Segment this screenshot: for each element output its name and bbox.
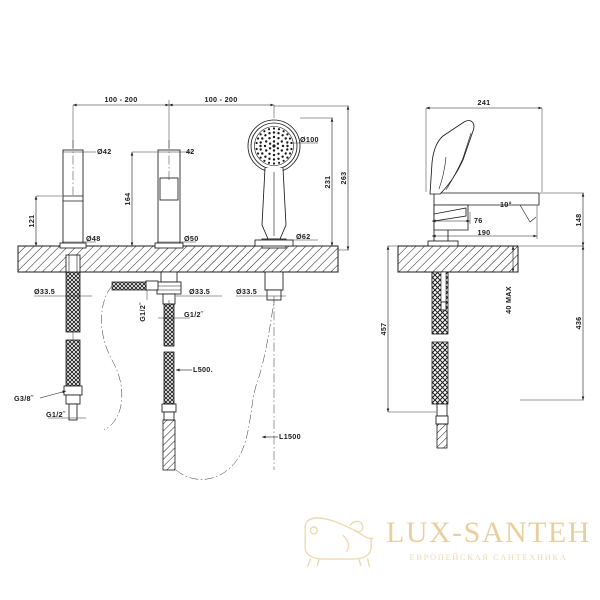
front-elevation-view: 100 - 200 100 - 200 Ø42 121 Ø48 xyxy=(14,95,350,480)
left-valve xyxy=(59,140,87,421)
dim-thread-supply-outlet: G1/2˝ xyxy=(46,410,66,419)
side-elevation-view: 241 76 190 10° 148 xyxy=(379,98,585,449)
dim-side-handle: 76 xyxy=(474,216,483,225)
flexible-hose-route xyxy=(101,285,275,480)
dim-side-projection: 190 xyxy=(478,228,491,237)
dim-shower-base-dia: Ø62 xyxy=(296,232,311,241)
dim-spout-base-dia: Ø50 xyxy=(184,234,199,243)
dim-valve-height: 121 xyxy=(27,215,36,228)
logo-title: LUX-SANTEH xyxy=(386,516,591,550)
bathtub-icon xyxy=(304,517,374,567)
dim-side-drop-left: 457 xyxy=(379,323,388,336)
hand-shower xyxy=(247,119,301,470)
dim-hole-dia-right: Ø33.5 xyxy=(236,287,257,296)
dim-deck-max: 40 MAX xyxy=(504,286,513,314)
dim-side-height: 148 xyxy=(574,214,583,227)
dim-side-reach: 241 xyxy=(478,98,491,107)
watermark-logo: LUX-SANTEH ЕВРОПЕЙСКАЯ САНТЕХНИКА xyxy=(300,505,590,575)
dim-thread-diverter: G1/2˝ xyxy=(138,302,147,322)
dim-valve-top-dia: Ø42 xyxy=(97,147,112,156)
front-dimensions: 100 - 200 100 - 200 Ø42 121 Ø48 xyxy=(14,95,350,441)
dim-side-drop-right: 436 xyxy=(574,317,583,330)
dim-shower-head-dia: Ø100 xyxy=(300,135,319,144)
dim-shower-height: 231 xyxy=(323,176,332,189)
dim-valve-base-dia: Ø48 xyxy=(86,234,101,243)
shower-nozzles xyxy=(255,127,293,165)
side-mixer-body xyxy=(427,120,540,449)
dim-hole-dia-mid: Ø33.5 xyxy=(189,287,210,296)
middle-spout xyxy=(111,140,184,471)
dim-hole-dia-left: Ø33.5 xyxy=(34,287,55,296)
logo-subtitle: ЕВРОПЕЙСКАЯ САНТЕХНИКА xyxy=(409,552,568,563)
dim-thread-outlet: G1/2˝ xyxy=(184,310,204,319)
side-dimensions: 241 76 190 10° 148 xyxy=(379,98,585,413)
dim-total-height: 263 xyxy=(339,172,348,185)
dim-side-angle: 10° xyxy=(500,200,512,209)
dim-spout-top-dia: 42 xyxy=(186,147,195,156)
dim-spacing-left: 100 - 200 xyxy=(104,95,137,104)
dim-hose-short: L500. xyxy=(193,365,213,374)
dim-thread-supply-inlet: G3/8˝ xyxy=(14,394,34,403)
dim-spout-height: 164 xyxy=(123,193,132,206)
dim-spacing-right: 100 - 200 xyxy=(204,95,237,104)
dim-hose-long: L1500 xyxy=(279,432,301,441)
